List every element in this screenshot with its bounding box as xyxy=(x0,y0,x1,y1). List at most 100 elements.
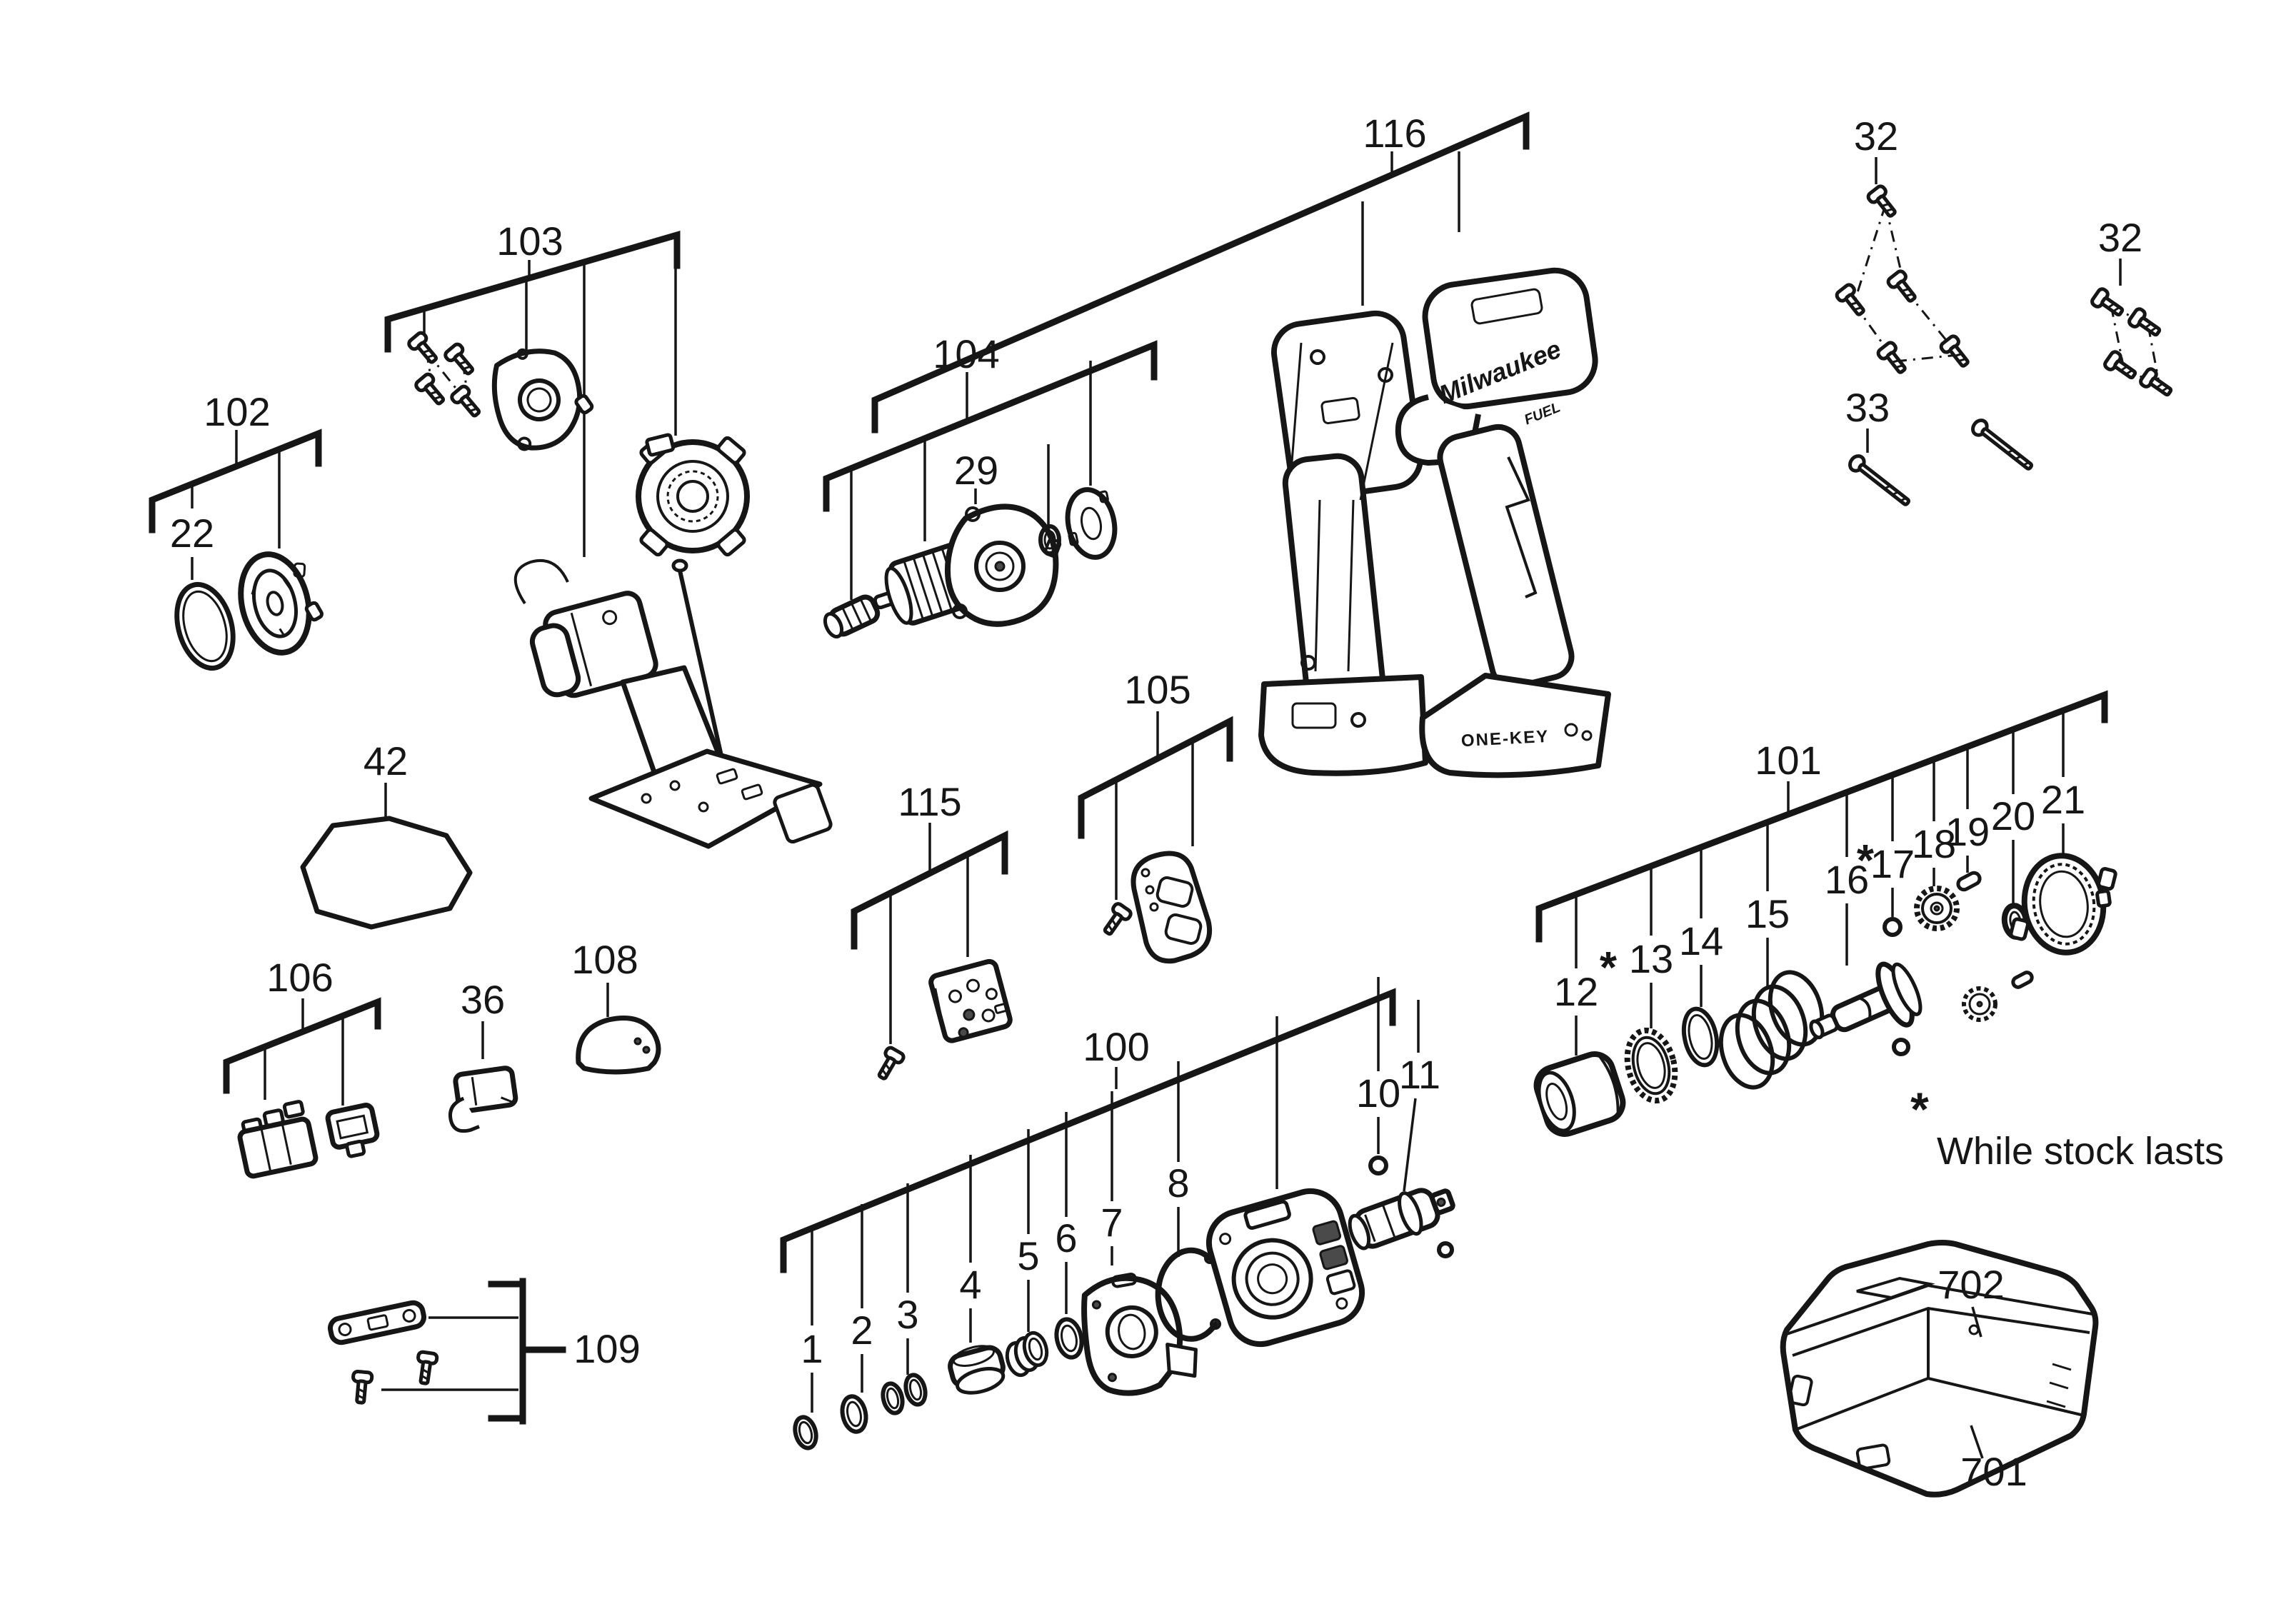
part-lock-button xyxy=(325,1103,380,1158)
assembly-100: 100 1 2 3 4 5 6 7 8 10 11 xyxy=(780,977,1455,1450)
leaders-109 xyxy=(381,1316,518,1391)
bracket-102 xyxy=(149,428,322,533)
part-screw xyxy=(1867,185,1900,221)
callout-12-star: * xyxy=(1600,943,1618,993)
part-switch-assembly xyxy=(513,558,833,849)
callout-16-star: * xyxy=(1857,836,1875,886)
part-screw xyxy=(1835,284,1869,319)
callout-116: 116 xyxy=(1363,111,1426,156)
bracket-104 xyxy=(823,340,1158,512)
callout-105: 105 xyxy=(1124,667,1190,712)
callout-100: 100 xyxy=(1083,1024,1149,1069)
callout-32a: 32 xyxy=(1854,114,1898,159)
bracket-109 xyxy=(488,1278,566,1425)
part-bearing-cap xyxy=(238,551,324,656)
callout-32b: 32 xyxy=(2098,215,2142,260)
part-housing-half-right: Milwaukee FUEL ONE-KEY xyxy=(1395,267,1611,778)
callout-11: 11 xyxy=(1399,1052,1440,1097)
part-15-spring xyxy=(1718,970,1825,1090)
part-11-anvil xyxy=(1348,1188,1455,1258)
part-19-pin xyxy=(1956,871,1982,892)
callout-701: 701 xyxy=(1960,1449,2027,1494)
part-pinion xyxy=(823,594,881,639)
part-42-shape xyxy=(300,816,473,930)
fuel-text: FUEL xyxy=(1522,399,1563,428)
part-pin-small xyxy=(2011,971,2034,989)
part-screw xyxy=(1887,270,1920,306)
leaders-115 xyxy=(889,823,969,1044)
case-handle-recess xyxy=(1856,1276,1935,1300)
bracket-100 xyxy=(780,988,1396,1273)
callout-17: 17 xyxy=(1870,841,1915,886)
callout-29: 29 xyxy=(954,448,998,493)
part-14-washer xyxy=(1681,1006,1720,1068)
bracket-106 xyxy=(223,997,381,1094)
part-end-plate xyxy=(1065,487,1118,560)
callout-22: 22 xyxy=(170,511,214,556)
leaders-105 xyxy=(1115,711,1194,900)
part-2-ring xyxy=(840,1394,868,1434)
case-latch-left xyxy=(1788,1374,1813,1407)
part-10-ball xyxy=(1368,1156,1388,1176)
callout-16: 16 xyxy=(1825,857,1869,902)
callout-7: 7 xyxy=(1101,1200,1123,1245)
case-latch-front xyxy=(1855,1443,1891,1470)
callout-20: 20 xyxy=(1991,793,2035,838)
part-4-cup xyxy=(948,1345,1006,1395)
leaders-101 xyxy=(1575,711,2065,1056)
part-screw xyxy=(2127,307,2163,340)
part-contact-block xyxy=(237,1100,319,1179)
screw-group-33: 33 xyxy=(1845,385,2035,509)
callout-109: 109 xyxy=(573,1326,640,1371)
carrying-case: 702 701 xyxy=(1780,1240,2099,1498)
callout-14: 14 xyxy=(1679,918,1723,963)
assembly-103: 103 xyxy=(384,219,833,849)
part-21-ring-gear xyxy=(2009,853,2117,956)
part-electronics-block xyxy=(928,958,1013,1043)
part-18-gear xyxy=(1914,886,1960,931)
case-rib-lines xyxy=(2046,1363,2072,1408)
footnote: * While stock lasts xyxy=(1910,1083,2224,1173)
part-bit-holder xyxy=(328,1300,426,1345)
part-screw xyxy=(2103,350,2139,383)
callout-6: 6 xyxy=(1055,1216,1077,1260)
screw-group-32-left: 32 xyxy=(1835,114,1973,376)
callout-103: 103 xyxy=(496,219,563,264)
part-6-ring xyxy=(1054,1317,1084,1360)
callout-1: 1 xyxy=(801,1326,823,1371)
part-screw xyxy=(415,1351,438,1384)
part-screw xyxy=(443,343,478,379)
part-gear-case xyxy=(1205,1188,1365,1348)
callout-15: 15 xyxy=(1745,891,1790,936)
footnote-text: While stock lasts xyxy=(1937,1130,2224,1173)
callout-108: 108 xyxy=(571,937,638,982)
part-screw xyxy=(351,1371,373,1403)
callout-5: 5 xyxy=(1017,1233,1039,1278)
leaders-106 xyxy=(264,998,344,1106)
leader-702 xyxy=(1971,1306,1982,1338)
callout-36: 36 xyxy=(461,977,505,1022)
part-screw xyxy=(873,1046,905,1082)
leaders-100 xyxy=(811,977,1420,1413)
assembly-101: 101 12 * 13 14 15 16 * 17 18 19 20 21 xyxy=(1533,690,2117,1137)
part-gear-small xyxy=(1962,986,1997,1022)
screw-pattern-32b xyxy=(2110,304,2161,387)
callout-106: 106 xyxy=(266,955,333,1000)
assembly-104: 104 29 xyxy=(823,331,1158,639)
assembly-102: 102 22 xyxy=(149,389,324,671)
callout-18: 18 xyxy=(1912,821,1956,866)
callout-702: 702 xyxy=(1937,1262,2004,1307)
part-13-toothed-washer xyxy=(1624,1027,1678,1104)
callout-8: 8 xyxy=(1167,1161,1189,1206)
callout-42: 42 xyxy=(364,738,408,783)
part-retainer-plate xyxy=(491,348,594,451)
part-screw xyxy=(1100,902,1133,938)
part-screw xyxy=(1877,341,1910,377)
leaders-102 xyxy=(191,430,281,580)
part-22-o-ring xyxy=(174,581,236,671)
leaders-103 xyxy=(423,236,677,557)
assembly-115: 115 xyxy=(851,779,1013,1082)
part-housing-half-left xyxy=(1258,310,1428,776)
part-16-camshaft xyxy=(1809,961,1922,1056)
